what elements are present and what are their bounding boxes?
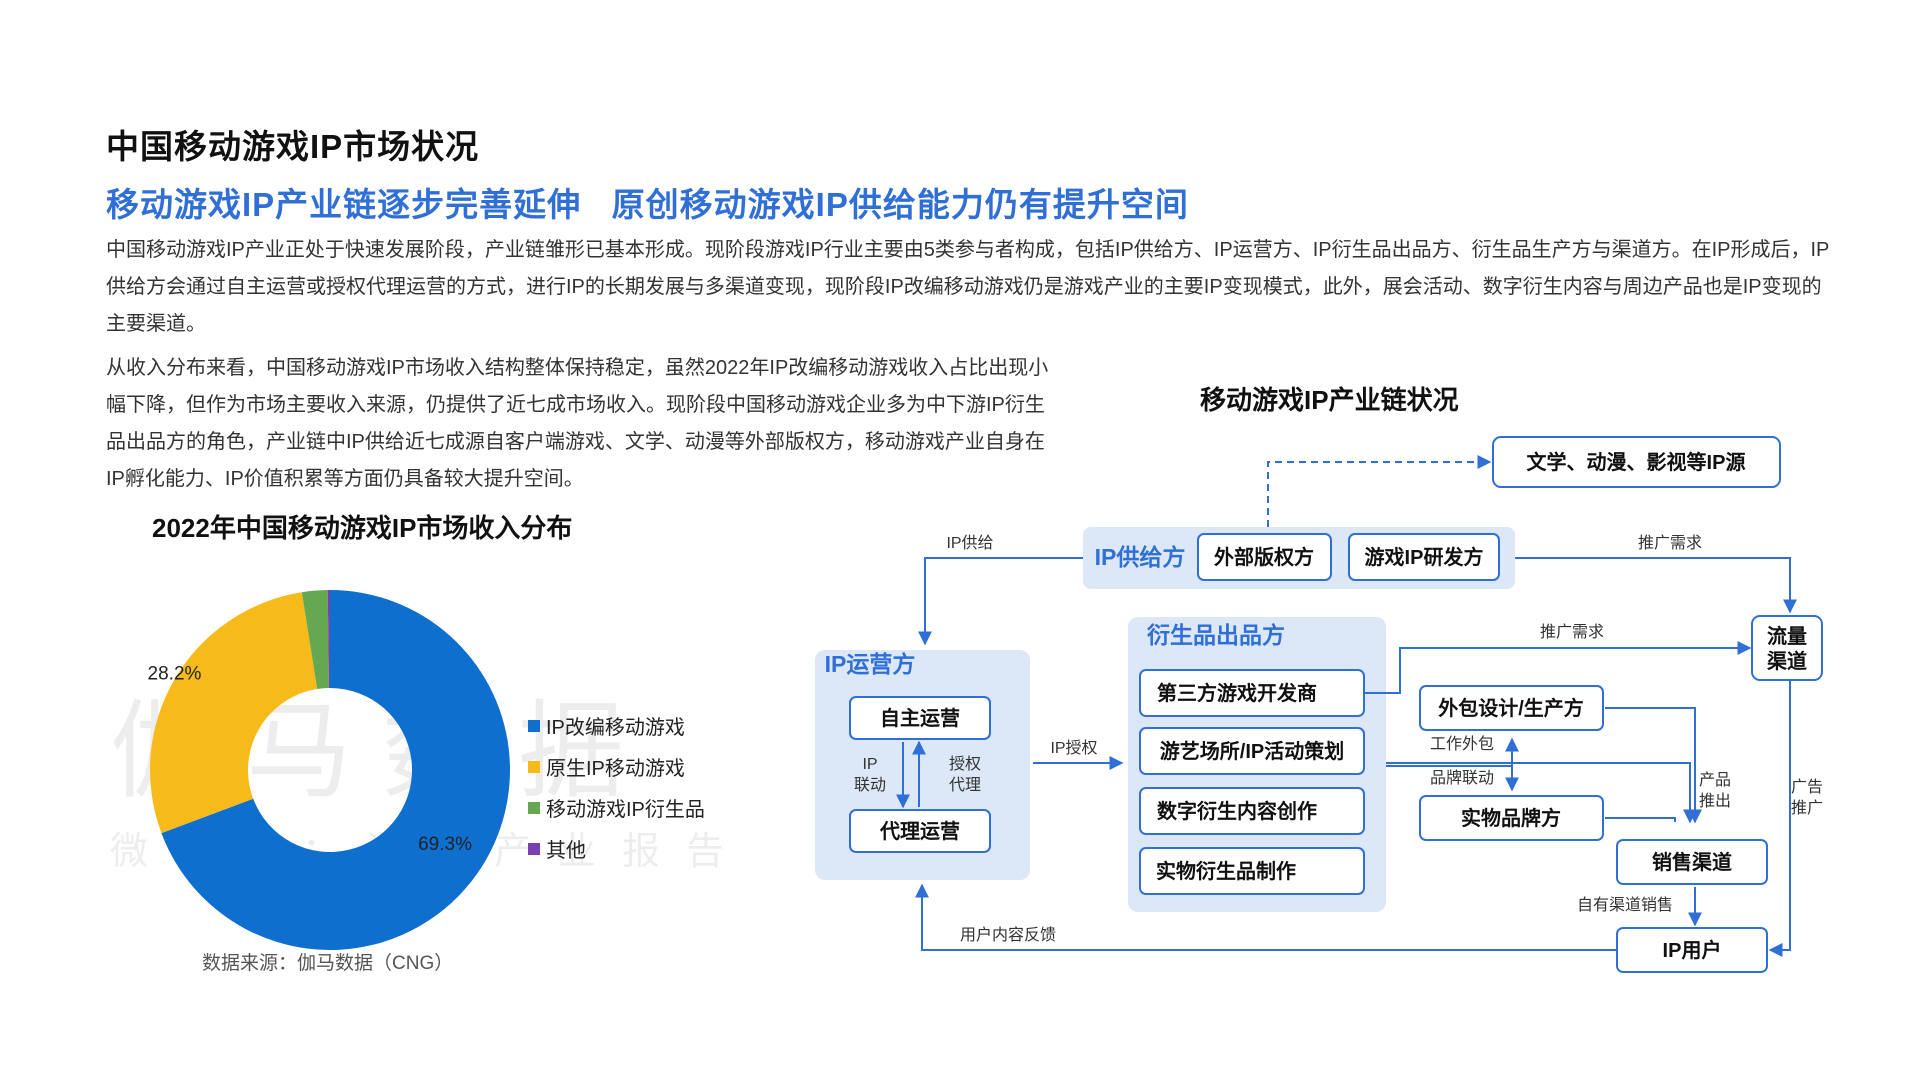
promo-top-edge-label: 推广需求 bbox=[1638, 534, 1702, 552]
work-outsource-edge-label: 工作外包 bbox=[1430, 735, 1494, 753]
license-agent-label-line1: 授权 bbox=[949, 755, 981, 773]
donut-value-label-2: 28.2% bbox=[148, 663, 202, 684]
user-feedback-arrow bbox=[915, 883, 1617, 951]
ip-user-label: IP用户 bbox=[1663, 938, 1722, 962]
digital-content-label: 数字衍生内容创作 bbox=[1157, 799, 1317, 823]
third-party-dev-label: 第三方游戏开发商 bbox=[1157, 681, 1317, 705]
traffic-label-line2: 渠道 bbox=[1767, 649, 1807, 673]
promo-mid-edge-label: 推广需求 bbox=[1540, 623, 1604, 641]
legend-item: 原生IP移动游戏 bbox=[528, 746, 705, 787]
derivative-title: 衍生品出品方 bbox=[1147, 622, 1285, 648]
third-party-dev-node bbox=[1139, 669, 1365, 717]
legend-label: 移动游戏IP衍生品 bbox=[546, 799, 705, 821]
ip-sources-node bbox=[1492, 436, 1781, 488]
license-agent-label-line2: 代理 bbox=[949, 776, 981, 794]
legend-swatch bbox=[528, 842, 540, 855]
legend-item: IP改编移动游戏 bbox=[528, 705, 705, 746]
sales-channel-node bbox=[1616, 839, 1768, 885]
chart-legend: IP改编移动游戏原生IP移动游戏移动游戏IP衍生品其他 bbox=[528, 705, 705, 869]
legend-swatch bbox=[528, 760, 540, 773]
diagram-title: 移动游戏IP产业链状况 bbox=[1200, 385, 1459, 415]
traffic-label-line1: 流量 bbox=[1767, 624, 1807, 648]
product-launch-label-line1: 产品 bbox=[1699, 771, 1731, 789]
ip-link-label-line1: IP bbox=[862, 756, 877, 773]
dashed-source-arrow bbox=[1267, 455, 1492, 527]
donut-value-label-3: 2.3% bbox=[273, 580, 316, 581]
traffic-channel-node bbox=[1751, 615, 1823, 681]
promo-top-arrow bbox=[1515, 557, 1797, 614]
donut-chart: 69.3% 28.2% 2.3% 0.2% bbox=[148, 580, 510, 950]
page-title: 中国移动游戏IP市场状况 bbox=[106, 128, 480, 165]
chart-title: 2022年中国移动游戏IP市场收入分布 bbox=[152, 513, 573, 543]
brand-node bbox=[1419, 795, 1604, 841]
agent-operation-label: 代理运营 bbox=[879, 819, 960, 843]
self-operation-label: 自主运营 bbox=[880, 706, 960, 730]
promo-mid-arrow bbox=[1365, 641, 1752, 694]
legend-item: 其他 bbox=[528, 828, 705, 869]
legend-swatch bbox=[528, 719, 540, 732]
data-source: 数据来源：伽马数据（CNG） bbox=[202, 953, 454, 974]
donut-slice-4 bbox=[327, 590, 330, 689]
self-operation-node bbox=[849, 696, 991, 740]
ad-promo-arrow bbox=[1768, 670, 1791, 957]
legend-label: 原生IP移动游戏 bbox=[546, 758, 685, 780]
external-copyright-label: 外部版权方 bbox=[1214, 545, 1314, 569]
product-launch-line-b bbox=[1605, 707, 1702, 824]
ip-link-label-line2: 联动 bbox=[854, 776, 886, 794]
brand-label: 实物品牌方 bbox=[1461, 806, 1561, 830]
agent-operation-node bbox=[849, 809, 991, 853]
ad-promo-label-line1: 广告 bbox=[1791, 778, 1823, 796]
donut-slice-2 bbox=[149, 592, 318, 834]
donut-slice-3 bbox=[301, 590, 329, 690]
legend-swatch bbox=[528, 801, 540, 814]
outsource-node bbox=[1419, 685, 1604, 731]
product-launch-label-line2: 推出 bbox=[1699, 792, 1731, 810]
ip-operator-title: IP运营方 bbox=[825, 651, 916, 677]
own-channel-edge-label: 自有渠道销售 bbox=[1577, 896, 1673, 914]
legend-item: 移动游戏IP衍生品 bbox=[528, 787, 705, 828]
ip-license-edge-label: IP授权 bbox=[1050, 739, 1097, 757]
external-copyright-node bbox=[1197, 533, 1332, 581]
ip-supply-arrow bbox=[918, 557, 1083, 646]
donut-slice-1 bbox=[161, 590, 510, 950]
legend-label: 其他 bbox=[546, 840, 586, 862]
user-feedback-edge-label: 用户内容反馈 bbox=[960, 926, 1056, 944]
page-subtitle: 移动游戏IP产业链逐步完善延伸 原创移动游戏IP供给能力仍有提升空间 bbox=[106, 186, 1189, 223]
outsource-label: 外包设计/生产方 bbox=[1438, 696, 1584, 720]
analysis-paragraph: 从收入分布来看，中国移动游戏IP市场收入结构整体保持稳定，虽然2022年IP改编… bbox=[106, 357, 1049, 490]
digital-content-node bbox=[1139, 787, 1365, 835]
amusement-venue-node bbox=[1139, 727, 1365, 775]
donut-value-label-4: 0.2% bbox=[341, 580, 384, 584]
game-ip-dev-label: 游戏IP研发方 bbox=[1365, 545, 1484, 569]
product-launch-line-a bbox=[1386, 762, 1697, 824]
ad-promo-label-line2: 推广 bbox=[1791, 799, 1823, 817]
sales-channel-label: 销售渠道 bbox=[1652, 850, 1732, 874]
brand-to-sales-line bbox=[1605, 817, 1676, 822]
donut-value-label-1: 69.3% bbox=[418, 834, 472, 855]
ip-supplier-title: IP供给方 bbox=[1095, 544, 1186, 570]
intro-paragraph: 中国移动游戏IP产业正处于快速发展阶段，产业链雏形已基本形成。现阶段游戏IP行业… bbox=[106, 239, 1830, 335]
ip-supply-edge-label: IP供给 bbox=[946, 534, 993, 552]
ip-sources-label: 文学、动漫、影视等IP源 bbox=[1527, 450, 1746, 474]
brand-link-edge-label: 品牌联动 bbox=[1430, 769, 1494, 787]
physical-derivative-label: 实物衍生品制作 bbox=[1156, 859, 1296, 883]
physical-derivative-node bbox=[1139, 847, 1365, 895]
ip-user-node bbox=[1616, 927, 1768, 973]
amusement-venue-label: 游艺场所/IP活动策划 bbox=[1160, 739, 1344, 763]
game-ip-dev-node bbox=[1348, 533, 1500, 581]
legend-label: IP改编移动游戏 bbox=[546, 717, 685, 739]
